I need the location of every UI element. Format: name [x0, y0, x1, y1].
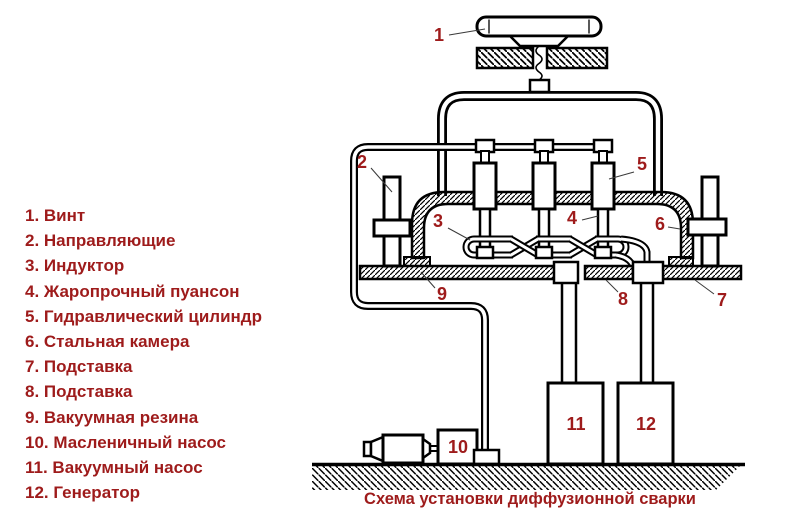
generator-box [616, 381, 675, 466]
legend-item-label: Стальная камера [43, 332, 190, 352]
plate-left-9 [358, 264, 579, 281]
legend-item-number: 2. [25, 231, 44, 251]
legend-item-number: 5. [25, 306, 44, 326]
legend-item: 3. Индуктор [25, 253, 262, 278]
legend-item-number: 8. [25, 382, 44, 402]
vacuum-pump-box [546, 381, 605, 466]
legend-item-label: Подставка [43, 357, 133, 377]
callout-12: 12 [636, 414, 656, 434]
coil-feedthrough [631, 260, 665, 285]
generator-leads [639, 283, 655, 386]
legend-item-label: Генератор [53, 483, 141, 503]
vacuum-feedthrough [552, 260, 580, 285]
legend-item-label: Масленичный насос [53, 432, 227, 452]
legend-item-label: Индуктор [43, 256, 125, 276]
legend-item: 2. Направляющие [25, 228, 262, 253]
hydraulic-cylinders [472, 138, 616, 211]
ceiling-hatched-support [475, 46, 609, 70]
legend-item-number: 3. [25, 256, 44, 276]
legend-item-number: 7. [25, 357, 44, 377]
motor-right-cone [421, 436, 432, 461]
legend-item-label: Винт [43, 206, 86, 225]
callout-11: 11 [566, 414, 585, 434]
bell-housing [437, 91, 663, 196]
legend-item-number: 9. [25, 407, 44, 427]
legend-item-number: 6. [25, 332, 44, 352]
callout-10: 10 [448, 437, 468, 457]
callout-3: 3 [433, 211, 443, 231]
legend-item-label: Вакуумный насос [52, 458, 203, 478]
legend-item-label: Направляющие [43, 231, 176, 251]
motor-left-cone [369, 435, 385, 463]
legend-item-number: 11. [25, 458, 53, 478]
legend-item: 5. Гидравлический цилиндр [25, 304, 262, 329]
legend-item: 4. Жаропрочный пуансон [25, 279, 262, 304]
ground [312, 462, 745, 490]
legend-item: 6. Стальная камера [25, 329, 262, 354]
legend-item: 7. Подставка [25, 354, 262, 379]
plate-right-7 [661, 264, 743, 281]
guide-posts [372, 175, 728, 268]
legend-item: 10. Масленичный насос [25, 430, 262, 455]
legend-item: 8. Подставка [25, 379, 262, 404]
callout-8: 8 [618, 289, 628, 309]
legend-item-label: Жаропрочный пуансон [43, 281, 240, 301]
callout-5: 5 [637, 154, 647, 174]
diagram-caption: Схема установки диффузионной сварки [364, 490, 696, 508]
legend-item-label: Вакуумная резина [43, 407, 199, 427]
screw-thread [535, 45, 543, 81]
callout-9: 9 [437, 284, 447, 304]
legend-item-label: Подставка [43, 382, 133, 402]
legend-item: 12. Генератор [25, 480, 262, 505]
callout-leaders [370, 28, 715, 295]
legend-item: 9. Вакуумная резина [25, 405, 262, 430]
callout-numbers: 1 2 3 4 5 6 7 8 9 10 11 12 [357, 25, 727, 457]
motor-body [381, 433, 425, 465]
plate-middle-8 [583, 264, 635, 281]
callout-7: 7 [717, 290, 727, 310]
legend-item: 1. Винт [25, 203, 262, 228]
oil-pump [362, 428, 501, 466]
pump-generator-lines [560, 283, 655, 386]
callout-6: 6 [655, 214, 665, 234]
punch-feet [475, 245, 613, 260]
chamber-foot-right [668, 256, 694, 267]
legend-item-number: 4. [25, 281, 44, 301]
legend-item-number: 12. [25, 483, 54, 503]
legend-item: 11. Вакуумный насос [25, 455, 262, 480]
pipe-pedestal [472, 448, 501, 466]
chamber-foot-left [403, 256, 431, 267]
base-plates [358, 260, 743, 285]
callout-4: 4 [567, 208, 577, 228]
legend-item-label: Гидравлический цилиндр [43, 306, 262, 326]
inductor-coil [462, 235, 651, 268]
callout-1: 1 [434, 25, 444, 45]
oil-pipe-manifold [350, 143, 608, 452]
legend-item-number: 1. [25, 206, 44, 225]
legend-item-number: 10. [25, 432, 54, 452]
pump-box [436, 428, 479, 466]
screw-handwheel [475, 15, 603, 94]
callout-2: 2 [357, 152, 367, 172]
vacuum-duct [560, 283, 578, 386]
